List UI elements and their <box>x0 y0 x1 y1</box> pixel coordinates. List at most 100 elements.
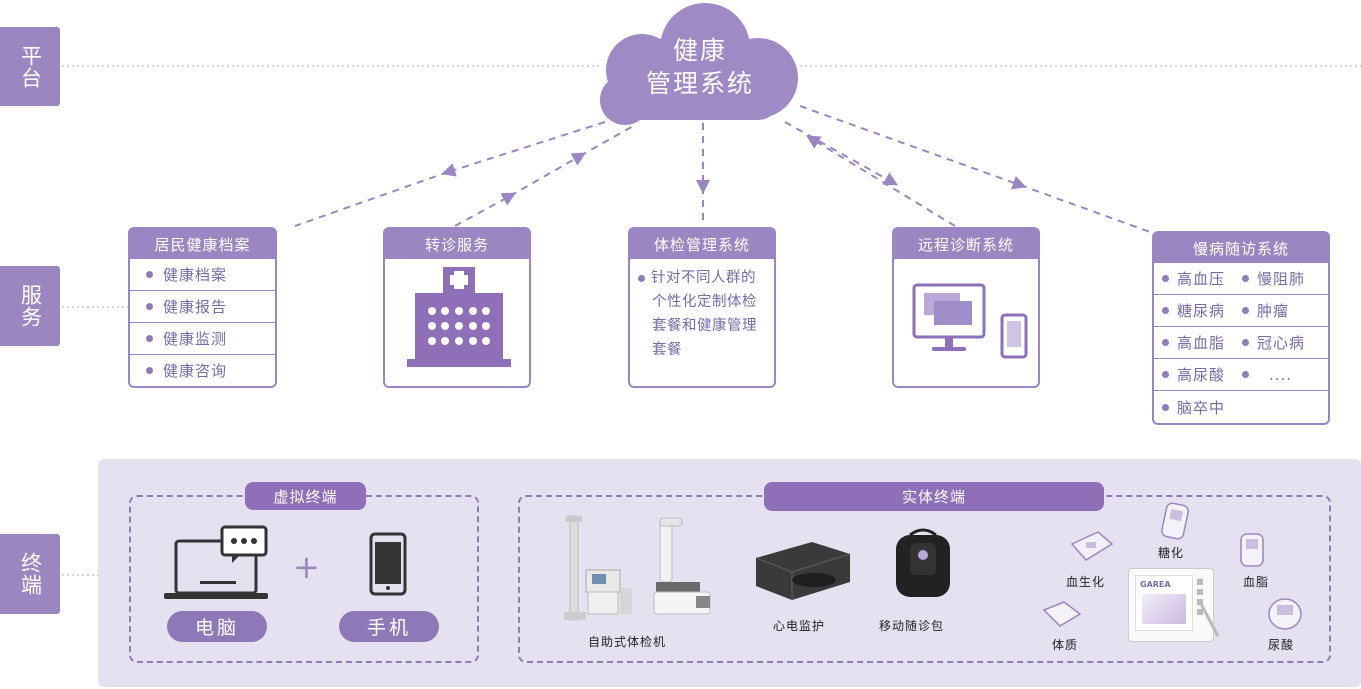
biochem-label: 血生化 <box>1066 575 1106 589</box>
tier-platform-label: 平台 <box>18 44 43 89</box>
bullet-icon <box>1242 307 1249 314</box>
records-item-label: 健康报告 <box>163 298 228 316</box>
records-item-label: 健康监测 <box>163 330 228 348</box>
cloud-label: 健康 管理系统 <box>620 34 780 100</box>
chronic-item-label: .... <box>1269 365 1293 384</box>
arrow-to-remote <box>784 121 899 186</box>
bullet-icon <box>1162 275 1169 282</box>
tablet-device-image: GAREA <box>1128 568 1214 642</box>
bullet-icon <box>1242 371 1249 378</box>
kiosk-device-image <box>564 515 711 621</box>
chronic-item-label: 肿瘤 <box>1257 302 1290 320</box>
line-to-records <box>294 171 449 227</box>
tablet-screen: GAREA <box>1135 575 1193 631</box>
bullet-icon <box>146 303 153 310</box>
physical-terminal-title: 实体终端 <box>764 482 1104 511</box>
chronic-item-label: 冠心病 <box>1257 334 1306 352</box>
remote-box: 远程诊断系统 <box>892 227 1040 388</box>
chronic-item-label: 糖尿病 <box>1177 302 1226 320</box>
checkup-desc-line: 针对不同人群的 <box>651 270 756 286</box>
checkup-desc-line: 套餐 <box>652 342 682 358</box>
sugar-label: 糖化 <box>1158 546 1185 560</box>
lipid-device-image <box>1240 533 1264 567</box>
checkup-desc-line: 套餐和健康管理 <box>652 318 757 334</box>
monitor-phone-icon <box>912 283 1028 359</box>
bullet-icon <box>146 271 153 278</box>
records-box: 居民健康档案 健康档案 健康报告 健康监测 健康咨询 <box>128 227 277 388</box>
arrow-remote-up <box>806 135 956 227</box>
tier-terminal-label: 终端 <box>18 552 43 596</box>
checkup-desc-line: 个性化定制体检 <box>652 294 757 310</box>
tier-service-label: 服务 <box>18 284 43 328</box>
bullet-icon <box>1162 339 1169 346</box>
chronic-item-label: 高血压 <box>1177 270 1226 288</box>
phone-label: 手机 <box>339 611 439 642</box>
arrow-referral-up-2 <box>509 152 587 197</box>
checkup-title: 体检管理系统 <box>630 229 774 259</box>
tablet-brand: GAREA <box>1140 580 1171 589</box>
list-item: 健康档案 <box>130 259 275 291</box>
biochem-device-image <box>1070 531 1114 561</box>
bullet-icon <box>638 274 645 282</box>
kiosk-label: 自助式体检机 <box>588 635 667 649</box>
cloud-title-line2: 管理系统 <box>645 69 754 98</box>
virtual-terminal-title: 虚拟终端 <box>245 482 366 510</box>
bullet-icon <box>146 367 153 374</box>
arrow-to-chronic <box>799 105 1027 190</box>
cloud-shape <box>600 3 798 125</box>
cloud-title-line1: 健康 <box>672 36 727 65</box>
lipid-label: 血脂 <box>1243 575 1270 589</box>
tablet-stand <box>1198 601 1220 637</box>
chronic-item-label: 高血脂 <box>1177 334 1226 352</box>
list-item: 糖尿病 肿瘤 <box>1154 295 1328 327</box>
uric-label: 尿酸 <box>1268 638 1295 652</box>
tablet-screen-image <box>1142 594 1186 624</box>
list-item: 高尿酸 .... <box>1154 359 1328 391</box>
tier-platform: 平台 <box>0 27 60 106</box>
tier-terminal: 终端 <box>0 534 60 614</box>
sugar-device-image <box>1161 502 1189 540</box>
chronic-box: 慢病随访系统 高血压 慢阻肺 糖尿病 肿瘤 高血脂 冠心病 高尿酸 .... 脑… <box>1152 231 1330 425</box>
bag-label: 移动随诊包 <box>879 619 945 633</box>
body-label: 体质 <box>1052 638 1079 652</box>
chronic-item-label: 脑卒中 <box>1177 398 1226 417</box>
records-item-label: 健康档案 <box>163 266 228 284</box>
plus-sign: + <box>293 548 320 586</box>
bullet-icon <box>1242 275 1249 282</box>
list-item: 健康监测 <box>130 323 275 355</box>
laptop-chat-icon <box>164 525 268 599</box>
bullet-icon <box>1162 307 1169 314</box>
ecg-label: 心电监护 <box>773 619 826 633</box>
list-item: 高血压 慢阻肺 <box>1154 263 1328 295</box>
bag-device-image <box>896 528 950 597</box>
list-item: 脑卒中 <box>1154 391 1328 423</box>
bullet-icon <box>1162 371 1169 378</box>
body-device-image <box>1042 601 1082 627</box>
records-title: 居民健康档案 <box>130 229 275 259</box>
tier-service: 服务 <box>0 266 60 346</box>
pc-label: 电脑 <box>167 611 267 642</box>
records-item-label: 健康咨询 <box>163 362 228 380</box>
chronic-title: 慢病随访系统 <box>1154 233 1328 263</box>
arrow-to-records <box>441 121 606 177</box>
ecg-device-image <box>755 542 851 600</box>
referral-box: 转诊服务 <box>383 227 531 388</box>
arrow-referral-up <box>454 192 517 227</box>
checkup-box: 体检管理系统 针对不同人群的 个性化定制体检 套餐和健康管理 套餐 <box>628 227 776 388</box>
list-item: 高血脂 冠心病 <box>1154 327 1328 359</box>
chronic-item-label: 慢阻肺 <box>1257 270 1306 288</box>
hospital-icon <box>407 267 511 367</box>
list-item: 健康咨询 <box>130 355 275 386</box>
bullet-icon <box>1242 339 1249 346</box>
checkup-description: 针对不同人群的 个性化定制体检 套餐和健康管理 套餐 <box>638 266 774 362</box>
chronic-item-label: 高尿酸 <box>1177 366 1226 384</box>
bullet-icon <box>1162 403 1169 411</box>
remote-title: 远程诊断系统 <box>894 229 1038 259</box>
line-to-chronic <box>1019 184 1151 233</box>
phone-icon <box>369 532 407 596</box>
referral-title: 转诊服务 <box>385 229 529 259</box>
uric-device-image <box>1268 598 1302 630</box>
list-item: 健康报告 <box>130 291 275 323</box>
bullet-icon <box>146 335 153 342</box>
